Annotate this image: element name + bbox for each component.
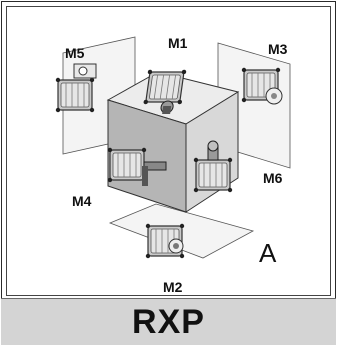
gearbox-m1-icon	[142, 69, 188, 114]
view-label-a: A	[259, 238, 277, 268]
label-m4: M4	[72, 193, 92, 209]
label-m3: M3	[268, 41, 288, 57]
label-m6: M6	[263, 170, 283, 186]
gearbox-m4-icon	[107, 147, 167, 186]
label-m1: M1	[168, 35, 188, 51]
model-title: RXP	[132, 302, 205, 341]
footer-bar: RXP	[1, 298, 336, 345]
gearbox-m2-icon	[145, 223, 185, 259]
gearbox-m6-icon	[193, 140, 233, 193]
label-m2: M2	[163, 279, 183, 295]
gearbox-m3-icon	[241, 67, 283, 105]
label-m5: M5	[65, 45, 85, 61]
gearbox-m5-icon	[55, 63, 97, 113]
